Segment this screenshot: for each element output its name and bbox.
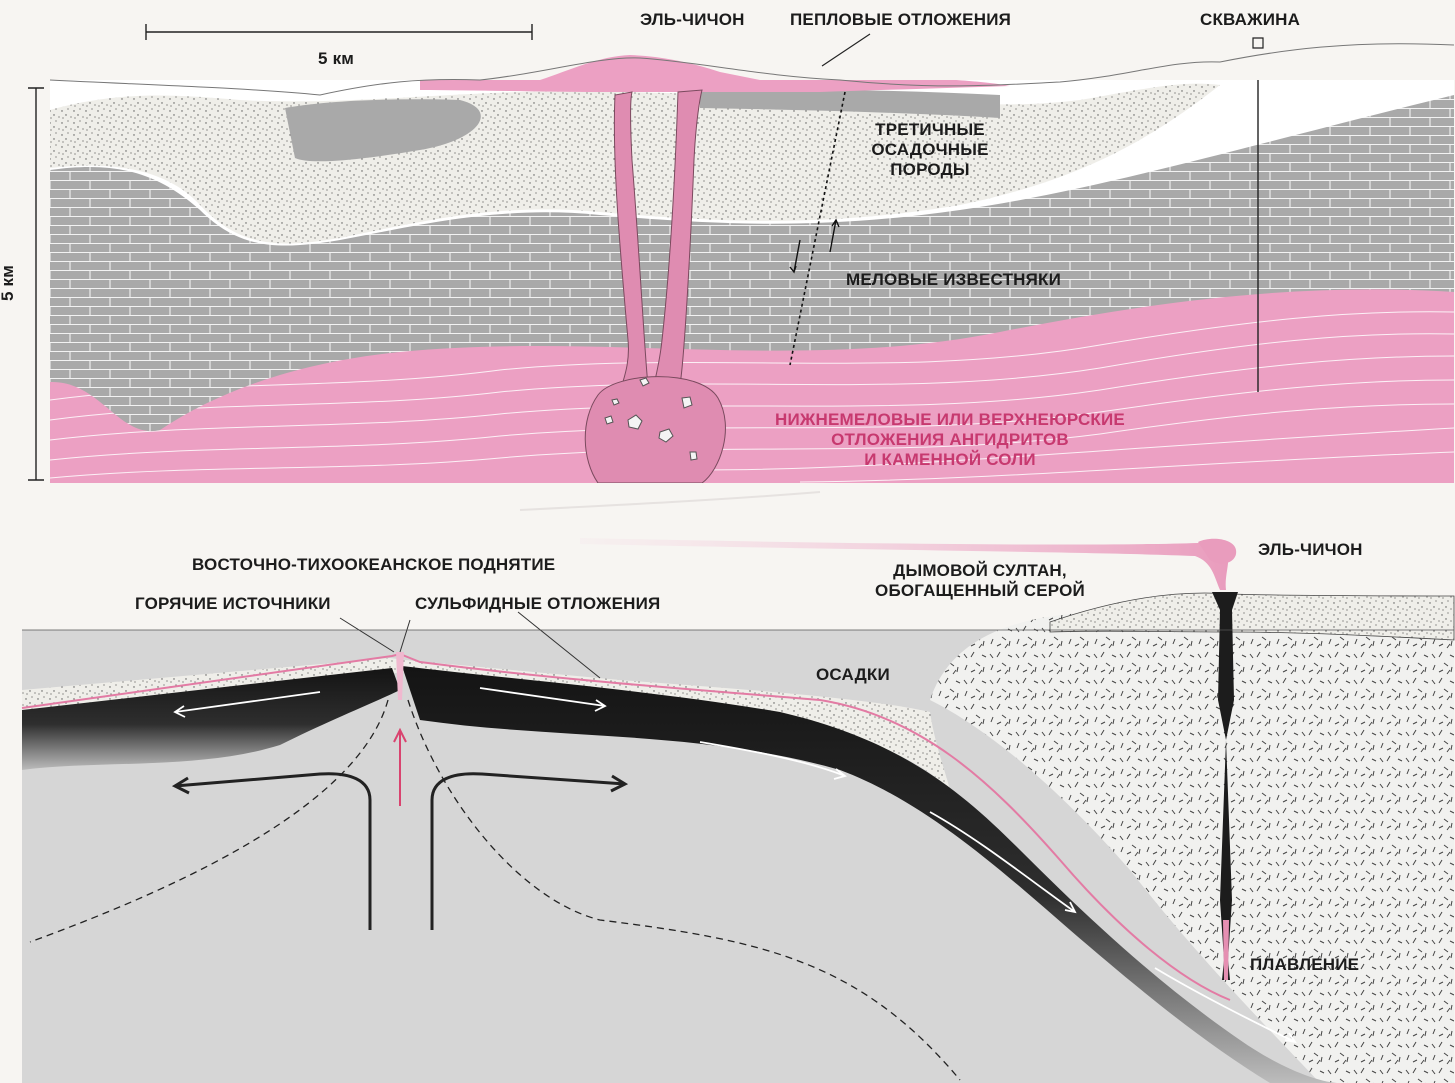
plume-label-line-1: ДЫМОВОЙ СУЛТАН, [840,561,1120,581]
tertiary-label-line-3: ПОРОДЫ [820,160,1040,180]
sediments-label: ОСАДКИ [816,665,890,685]
sulfide-deposits-label: СУЛЬФИДНЫЕ ОТЛОЖЕНИЯ [415,594,660,614]
ash-leader-line [822,34,870,66]
conduit-melt [1223,920,1229,980]
tertiary-label-line-2: ОСАДОЧНЫЕ [820,140,1040,160]
volcano-label-top: ЭЛЬ-ЧИЧОН [640,10,745,30]
anhydrite-label-line-3: И КАМЕННОЙ СОЛИ [720,450,1180,470]
limestone-label: МЕЛОВЫЕ ИЗВЕСТНЯКИ [846,270,1061,290]
vertical-scale-bar [28,88,44,480]
vertical-scale-label: 5 км [0,265,18,301]
plume-label-line-2: ОБОГАЩЕННЫЙ СЕРОЙ [840,581,1120,601]
melting-label: ПЛАВЛЕНИЕ [1250,955,1359,975]
ash-deposits-label: ПЕПЛОВЫЕ ОТЛОЖЕНИЯ [790,10,1011,30]
horizontal-scale-label: 5 км [318,49,354,69]
derrick-icon [1253,38,1263,48]
well-label: СКВАЖИНА [1200,10,1300,30]
hot-springs-label: ГОРЯЧИЕ ИСТОЧНИКИ [135,594,331,614]
horizontal-scale-bar [146,24,532,40]
tertiary-label-line-1: ТРЕТИЧНЫЕ [820,120,1040,140]
tertiary-label: ТРЕТИЧНЫЕ ОСАДОЧНЫЕ ПОРОДЫ [820,120,1040,180]
plume-label: ДЫМОВОЙ СУЛТАН, ОБОГАЩЕННЫЙ СЕРОЙ [840,561,1120,601]
rise-label: ВОСТОЧНО-ТИХООКЕАНСКОЕ ПОДНЯТИЕ [192,555,555,575]
volcano-label-bottom: ЭЛЬ-ЧИЧОН [1258,540,1363,560]
magma-chamber [585,377,725,483]
divider-smudge [520,492,820,510]
anhydrite-label-line-2: ОТЛОЖЕНИЯ АНГИДРИТОВ [720,430,1180,450]
bottom-cross-section [22,538,1454,1083]
anhydrite-label: НИЖНЕМЕЛОВЫЕ ИЛИ ВЕРХНЕЮРСКИЕ ОТЛОЖЕНИЯ … [720,410,1180,470]
anhydrite-label-line-1: НИЖНЕМЕЛОВЫЕ ИЛИ ВЕРХНЕЮРСКИЕ [720,410,1180,430]
